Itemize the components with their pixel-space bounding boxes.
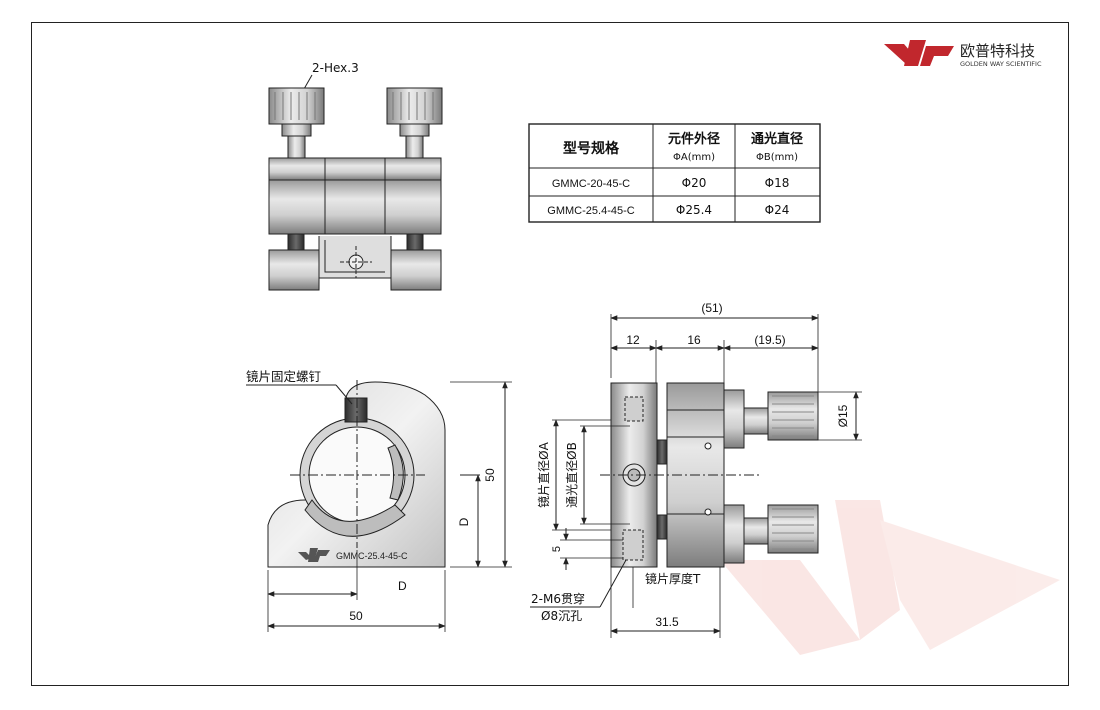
depth-dim: 31.5 [655,615,679,629]
overall-width-dim: (51) [701,301,722,315]
top-right-knob [386,87,443,125]
table-header-outer-dia: 元件外径 [668,131,720,147]
table-cell-b-1: Φ18 [765,176,790,190]
mirror-dia-a-label: 镜片直径ØA [536,441,551,507]
seg3-dim: (19.5) [754,333,785,347]
front-height-dim: 50 [483,468,497,482]
front-width-dim: 50 [349,609,363,623]
mirror-screw-label: 镜片固定螺钉 [246,369,322,384]
d-horizontal-dim: D [398,579,407,593]
top-base-left [268,249,320,291]
side-knob-bottom [767,504,819,554]
table-cell-a-2: Φ25.4 [676,203,712,217]
logo-mark-mid [904,40,926,66]
top-block-body [268,179,442,235]
counterbore-label: Ø8沉孔 [541,609,582,623]
m6-through-label: 2-M6贯穿 [531,591,585,606]
table-header-outer-dia-unit: ΦA(mm) [673,152,715,163]
logo-mark-right [920,46,954,66]
mirror-fix-screw [344,397,368,423]
drawing-frame [31,22,1069,686]
table-header-clear-dia-unit: ΦB(mm) [756,152,798,163]
part-engraving: GMMC-25.4-45-C [336,551,408,561]
side-knob-top [767,391,819,441]
table-cell-model-2: GMMC-25.4-45-C [547,205,634,217]
knob-dia-dim: Ø15 [836,404,850,427]
table-cell-a-1: Φ20 [682,176,707,190]
brand-logo: 欧普特科技 GOLDEN WAY SCIENTIFIC [884,40,1042,68]
spec-table: 型号规格 元件外径 ΦA(mm) 通光直径 ΦB(mm) GMMC-20-45-… [528,123,821,223]
brand-name-en: GOLDEN WAY SCIENTIFIC [960,60,1042,68]
watermark-logo [720,500,1060,655]
top-base-right [390,249,442,291]
top-view: 2-Hex.3 [268,61,443,291]
five-dim: 5 [551,546,563,552]
hex-label: 2-Hex.3 [312,61,359,75]
table-header-clear-dia: 通光直径 [751,131,803,147]
brand-name-cn: 欧普特科技 [960,42,1035,60]
table-cell-model-1: GMMC-20-45-C [552,178,630,190]
side-view: (51) 12 16 (19.5) [530,301,862,638]
top-block-cap [268,157,442,181]
front-view: GMMC-25.4-45-C 镜片固定螺钉 50 D D 50 [246,369,512,632]
d-vertical-dim: D [457,517,471,526]
thickness-label: 镜片厚度T [645,571,701,586]
table-header-model: 型号规格 [563,140,620,157]
seg2-dim: 16 [687,333,701,347]
seg1-dim: 12 [626,333,640,347]
top-left-knob [268,87,325,125]
clear-dia-b-label: 通光直径ØB [565,442,579,508]
table-cell-b-2: Φ24 [765,203,790,217]
